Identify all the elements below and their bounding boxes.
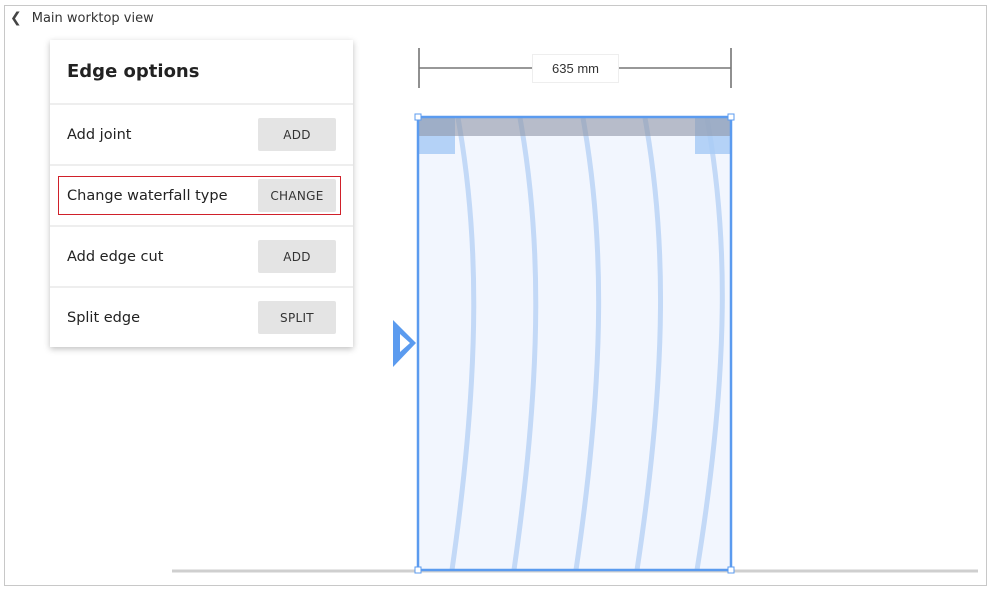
grain-lines bbox=[449, 117, 725, 571]
option-label: Split edge bbox=[67, 309, 141, 326]
option-add-edge-cut: Add edge cut ADD bbox=[50, 227, 353, 288]
dimension-label: 635 mm bbox=[532, 54, 619, 83]
top-edge-band[interactable] bbox=[419, 118, 731, 136]
split-edge-button[interactable]: SPLIT bbox=[258, 301, 336, 334]
triangle-right-icon[interactable] bbox=[393, 320, 416, 367]
option-change-waterfall-type: Change waterfall type CHANGE bbox=[50, 166, 353, 227]
change-waterfall-type-button[interactable]: CHANGE bbox=[258, 179, 336, 212]
option-label: Add edge cut bbox=[67, 248, 164, 265]
add-joint-button[interactable]: ADD bbox=[258, 118, 336, 151]
back-label: Main worktop view bbox=[31, 10, 154, 26]
add-edge-cut-button[interactable]: ADD bbox=[258, 240, 336, 273]
resize-handles[interactable] bbox=[414, 113, 735, 574]
chevron-left-icon: ❮ bbox=[10, 10, 22, 26]
panel-title: Edge options bbox=[50, 40, 353, 105]
option-label: Change waterfall type bbox=[67, 187, 228, 204]
option-label: Add joint bbox=[67, 126, 132, 143]
back-link[interactable]: ❮ Main worktop view bbox=[10, 10, 154, 26]
option-split-edge: Split edge SPLIT bbox=[50, 288, 353, 347]
edge-options-panel: Edge options Add joint ADD Change waterf… bbox=[50, 40, 353, 347]
waterfall-panel[interactable] bbox=[416, 115, 733, 572]
option-add-joint: Add joint ADD bbox=[50, 105, 353, 166]
